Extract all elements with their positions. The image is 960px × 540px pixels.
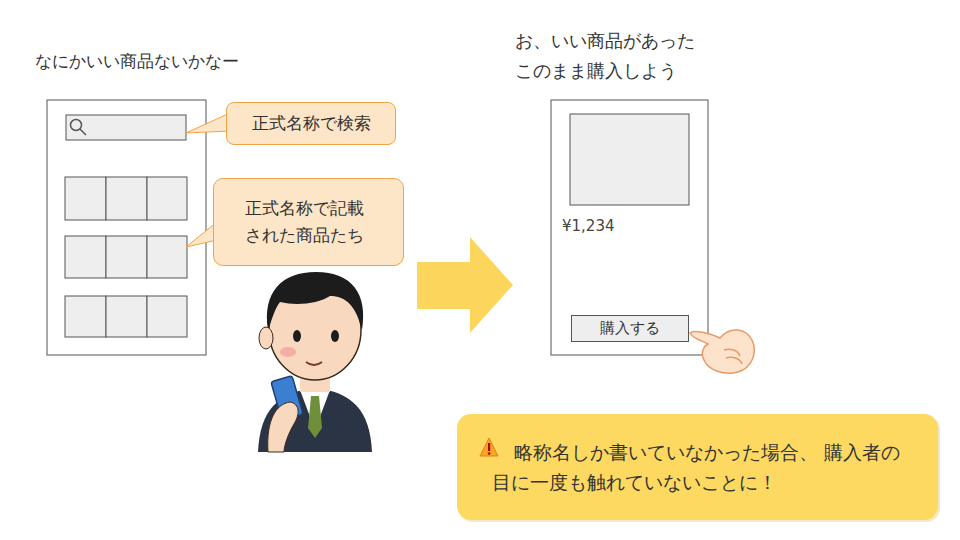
callout-tail xyxy=(186,113,230,133)
flow-arrow xyxy=(417,237,513,333)
magnifier-icon xyxy=(71,120,87,136)
node-text: 略称名しか書いていなかった場合、 購入者の目に一度も触れていないことに！ xyxy=(492,437,902,497)
heading-text: お、いい商品があった このまま購入しよう xyxy=(515,26,706,86)
node-text: 正式名称で検索 xyxy=(252,109,371,138)
callout-bubble: 正式名称で検索 xyxy=(226,102,396,145)
product-image xyxy=(570,114,689,205)
pointing-hand xyxy=(690,330,754,373)
phone-screen xyxy=(47,100,206,355)
warning-note: 略称名しか書いていなかった場合、 購入者の目に一度も触れていないことに！ xyxy=(457,414,938,520)
buy-button: 購入する xyxy=(571,315,689,342)
person-illustration xyxy=(258,272,372,452)
search-bar xyxy=(66,115,186,140)
heading-text: なにかいい商品ないかなー xyxy=(35,50,239,73)
warning-box-ground xyxy=(457,414,938,520)
node-text: 正式名称で記載 された商品たち xyxy=(245,195,374,249)
callout-bubble: 正式名称で記載 された商品たち xyxy=(213,178,404,266)
warning-icon xyxy=(480,438,498,456)
node-text: ¥1,234 xyxy=(562,217,615,235)
phone-screen: ¥1,234 購入する xyxy=(551,100,708,355)
phone-screen xyxy=(551,100,708,355)
node-text: 購入する xyxy=(600,319,660,338)
product-grid xyxy=(65,177,187,337)
